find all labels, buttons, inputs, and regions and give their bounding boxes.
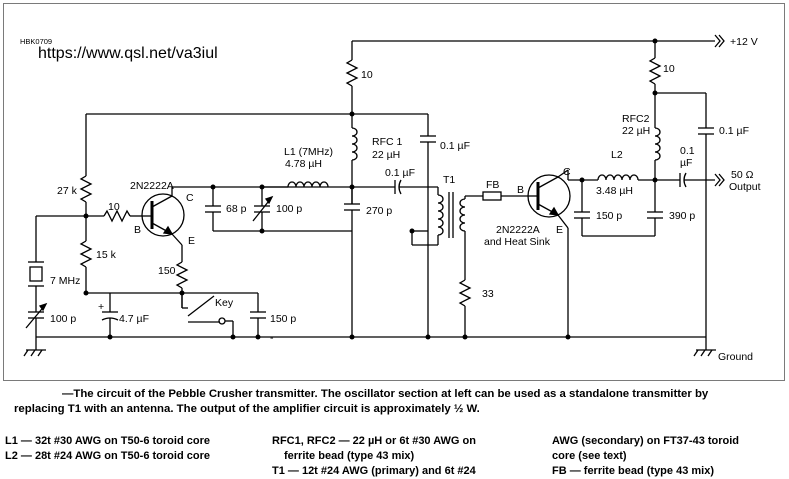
figure-frame [3,3,785,381]
label-rfc1: RFC 1 [372,136,402,148]
label-c100p-trim: 100 p [50,313,76,325]
label-key: Key [215,297,234,309]
label-ground: Ground [718,351,753,363]
label-plus: + [98,301,104,313]
label-q1-b: B [134,224,141,236]
schematic-diagram: HBK0709 +12 V Ground 10 10 27 k 10 15 k … [20,34,761,363]
label-q2-c: C [563,166,571,178]
caption: —The circuit of the Pebble Crusher trans… [14,387,782,417]
caption-fb: FB — ferrite bead (type 43 mix) [552,465,714,477]
label-r27k: 27 k [57,185,78,197]
label-q1: 2N2222A [130,180,174,192]
label-q2-b: B [517,184,524,196]
label-r10-left: 10 [361,69,373,81]
label-minus: - [270,332,274,344]
label-l2: L2 [611,149,623,161]
label-l2-value: 3.48 µH [596,185,633,197]
label-q2: 2N2222A [496,224,540,236]
caption-line-1: —The circuit of the Pebble Crusher trans… [62,388,709,400]
label-r10-right: 10 [663,63,675,75]
label-q1-c: C [186,192,194,204]
caption-col-1: L1 — 32t #30 AWG on T50-6 toroid core L2… [5,434,210,464]
label-c68p: 68 p [226,203,247,215]
label-q2-sub: and Heat Sink [484,236,551,248]
caption-rfc-2: ferrite bead (type 43 mix) [284,450,415,462]
label-c01-top: 0.1 µF [440,140,470,152]
watermark-url: https://www.qsl.net/va3iul [38,45,218,62]
label-l1-value: 4.78 µH [285,158,322,170]
caption-rfc-1: RFC1, RFC2 — 22 µH or 6t #30 AWG on [272,435,476,447]
label-q1-e: E [188,235,195,247]
label-c150p-right: 150 p [596,210,622,222]
label-c01-out-a: 0.1 [680,145,695,157]
label-fb: FB [486,179,499,191]
label-rfc2-value: 22 µH [622,125,650,137]
caption-t1-3: core (see text) [552,450,627,462]
label-rfc1-value: 22 µH [372,149,400,161]
label-c01-out-b: µF [680,157,692,169]
label-c100p-var: 100 p [276,203,302,215]
label-t1: T1 [443,174,455,186]
caption-l1: L1 — 32t #30 AWG on T50-6 toroid core [5,435,210,447]
label-r15k: 15 k [96,249,117,261]
figure-id: HBK0709 [20,37,52,46]
caption-col-2: RFC1, RFC2 — 22 µH or 6t #30 AWG on ferr… [272,434,476,479]
caption-t1-2: AWG (secondary) on FT37-43 toroid [552,435,740,447]
caption-l2: L2 — 28t #24 AWG on T50-6 toroid core [5,450,210,462]
label-out: Output [729,181,761,193]
label-r10-base: 10 [108,201,120,213]
label-c01-mid: 0.1 µF [385,167,415,179]
label-c01-right: 0.1 µF [719,125,749,137]
label-12v: +12 V [730,36,758,48]
label-c270p: 270 p [366,205,392,217]
label-l1: L1 (7MHz) [284,146,333,158]
label-r150: 150 [158,265,176,277]
caption-t1-1: T1 — 12t #24 AWG (primary) and 6t #24 [272,465,476,477]
label-out-ohm: 50 Ω [731,169,754,181]
caption-col-3: AWG (secondary) on FT37-43 toroid core (… [552,434,739,479]
label-xtal: 7 MHz [50,275,80,287]
label-rfc2: RFC2 [622,113,650,125]
resistor-10-right [648,57,662,85]
resistor-10-left [345,59,359,87]
label-r33: 33 [482,288,494,300]
label-c150p-key: 150 p [270,313,296,325]
label-q2-e: E [556,224,563,236]
caption-line-2: replacing T1 with an antenna. The output… [14,403,480,415]
label-c47: 4.7 µF [119,313,149,325]
label-c390p: 390 p [669,210,695,222]
